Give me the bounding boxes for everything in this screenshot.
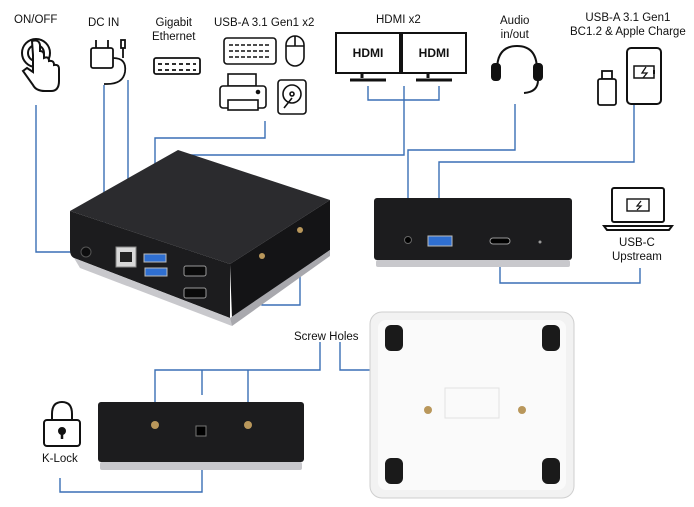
label-usba-charge-line1: USB-A 3.1 Gen1: [585, 12, 671, 24]
hdmi-port-2: [183, 287, 207, 299]
wire-on-off: [35, 105, 84, 253]
usb-stick-icon: [597, 70, 617, 106]
wire-usba-charge: [438, 104, 635, 224]
power-adapter-icon: [90, 39, 127, 85]
label-usba-charge: USB-A 3.1 Gen1 BC1.2 & Apple Charge: [570, 11, 686, 39]
screw-hole: [244, 421, 252, 429]
label-gigabit-ethernet: Gigabit Ethernet: [152, 16, 195, 44]
label-hdmi-x2: HDMI x2: [376, 13, 421, 27]
dock-base-view: [369, 311, 575, 499]
wire-screw-side: [154, 342, 321, 413]
monitor-label-1: HDMI: [353, 46, 384, 60]
ethernet-cable-icon: [153, 57, 201, 75]
screw-hole: [424, 406, 432, 414]
dock-front-view: [374, 198, 572, 267]
usb-port-1: [143, 253, 167, 263]
hand-press-icon: [21, 38, 60, 92]
label-screw-holes-text: Screw Holes: [294, 331, 359, 343]
screw-hole: [151, 421, 159, 429]
label-usbc-line2: Upstream: [612, 251, 662, 263]
monitor-icon: [335, 32, 467, 82]
dock-main-view: [70, 150, 330, 326]
label-usba-x2-text: USB-A 3.1 Gen1 x2: [214, 17, 315, 29]
label-gigabit-line1: Gigabit: [155, 17, 192, 29]
hdmi-port-1: [183, 265, 207, 277]
label-usba-charge-line2: BC1.2 & Apple Charge: [570, 26, 686, 38]
mouse-icon: [285, 35, 305, 67]
hard-drive-icon: [277, 79, 307, 115]
label-audio: Audio in/out: [500, 14, 529, 42]
printer-icon: [219, 73, 267, 111]
padlock-icon: [43, 400, 81, 447]
label-usba-x2: USB-A 3.1 Gen1 x2: [214, 16, 314, 30]
label-audio-line1: Audio: [500, 15, 530, 27]
usb-port-2: [144, 267, 168, 277]
keyboard-icon: [223, 37, 277, 65]
phone-charging-icon: [626, 47, 662, 105]
k-lock-slot: [195, 425, 207, 437]
label-dc-in: DC IN: [88, 16, 119, 30]
usbc-port: [489, 237, 511, 245]
screw-hole: [259, 253, 265, 259]
screw-hole: [518, 406, 526, 414]
label-on-off: ON/OFF: [14, 13, 57, 27]
audio-jack: [404, 236, 412, 244]
label-usbc-line1: USB-C: [619, 237, 655, 249]
label-k-lock-text: K-Lock: [42, 453, 78, 465]
screw-hole: [297, 227, 303, 233]
label-dc-in-text: DC IN: [88, 17, 120, 29]
label-k-lock: K-Lock: [42, 452, 78, 466]
power-button: [80, 246, 92, 258]
wire-audio: [407, 104, 516, 230]
label-usbc-upstream: USB-C Upstream: [612, 236, 662, 264]
label-hdmi-x2-text: HDMI x2: [376, 14, 421, 26]
dock-side-view: [98, 402, 304, 470]
headset-icon: [491, 44, 543, 94]
label-gigabit-line2: Ethernet: [152, 31, 196, 43]
monitor-label-2: HDMI: [419, 46, 450, 60]
label-audio-line2: in/out: [500, 29, 529, 41]
label-on-off-text: ON/OFF: [14, 14, 58, 26]
usb-charge-port: [427, 235, 453, 247]
label-screw-holes: Screw Holes: [294, 330, 359, 344]
laptop-icon: [602, 187, 674, 231]
